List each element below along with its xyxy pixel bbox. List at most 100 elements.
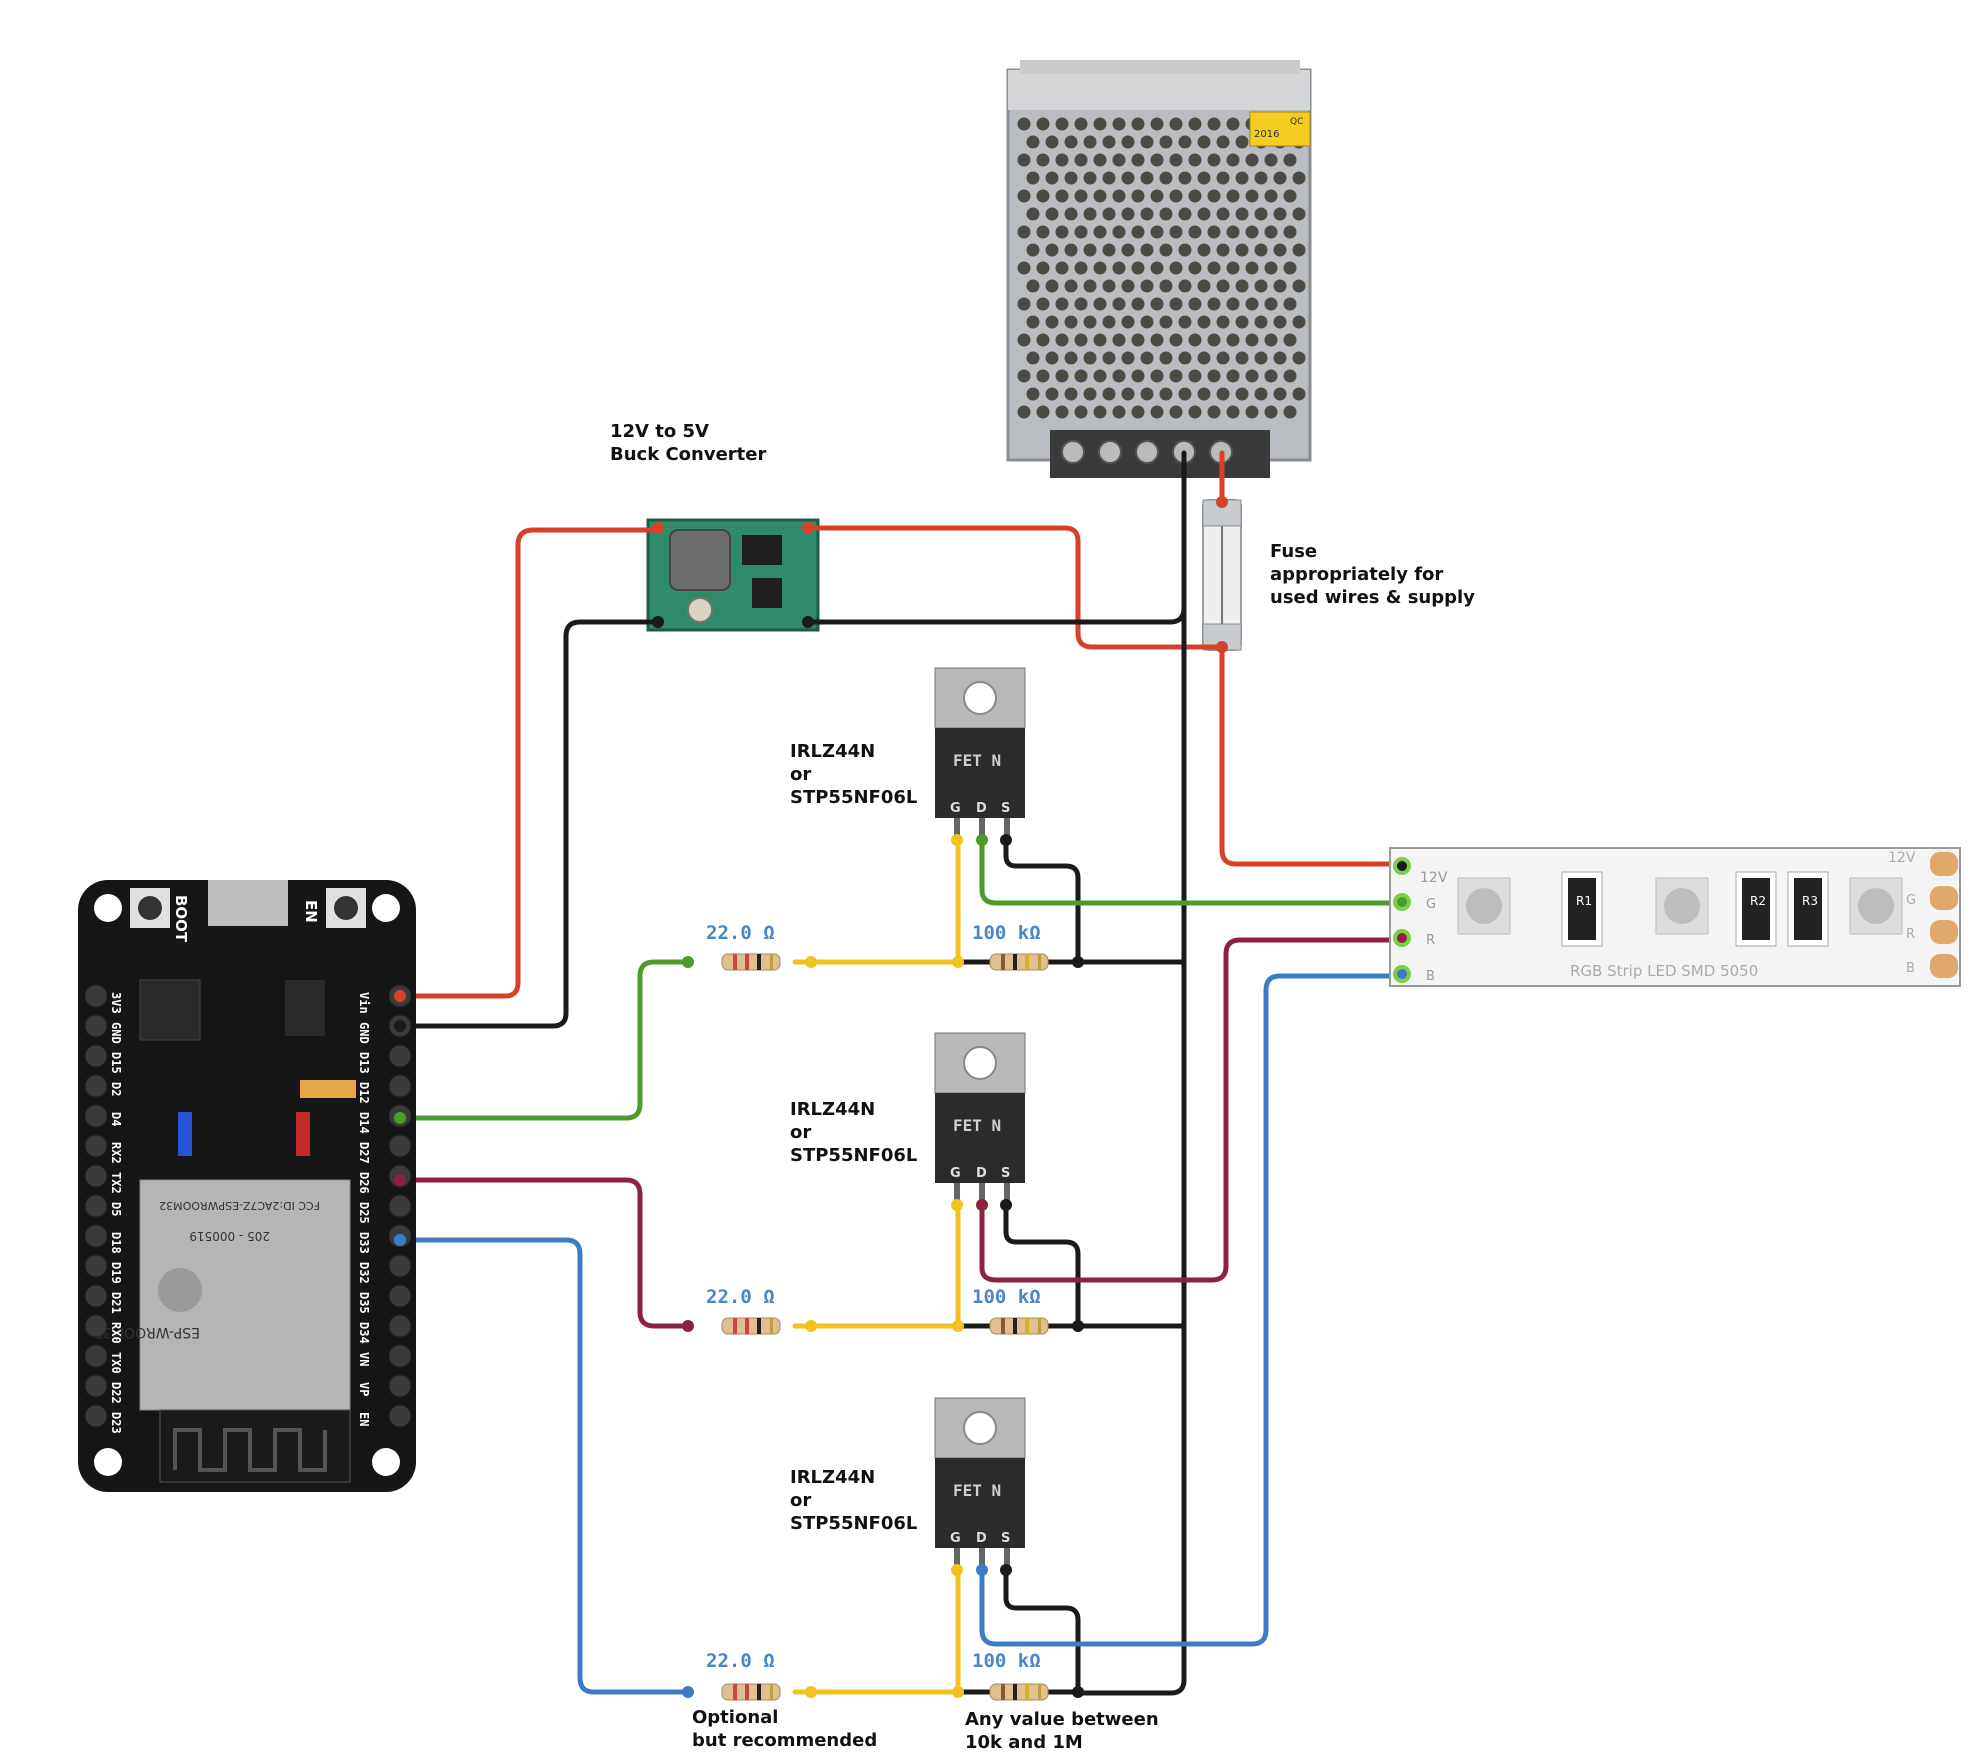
vent-hole: [1245, 297, 1259, 311]
mosfet-2: FET N G D S: [934, 1032, 1026, 1205]
buck-converter: [646, 518, 820, 632]
left-pin-label: 3V3: [109, 992, 123, 1014]
vent-hole: [1197, 171, 1211, 185]
left-pin-label: RX0: [109, 1322, 123, 1344]
right-pin-label: D34: [357, 1322, 371, 1344]
vent-hole: [1036, 189, 1050, 203]
vent-hole: [1226, 189, 1240, 203]
en-label: EN: [302, 900, 320, 923]
left-pin-labels: 3V3GNDD15D2D4RX2TX2D5D18D19D21RX0TX0D22D…: [109, 992, 123, 1434]
vent-hole: [1292, 207, 1306, 221]
vent-hole: [1045, 351, 1059, 365]
vent-hole: [1083, 387, 1097, 401]
vent-hole: [1169, 369, 1183, 383]
led-pad-b: B: [1906, 961, 1915, 976]
vent-hole: [1207, 333, 1221, 347]
vent-hole: [1131, 405, 1145, 419]
vent-hole: [1026, 171, 1040, 185]
vent-hole: [1292, 279, 1306, 293]
any-value-note: Any value between 10k and 1M: [965, 1709, 1159, 1753]
vent-hole: [1093, 333, 1107, 347]
left-pin-label: GND: [109, 1022, 123, 1044]
vent-hole: [1074, 333, 1088, 347]
vent-hole: [1197, 315, 1211, 329]
module-name: ESP-WROOM32: [94, 1324, 200, 1340]
vent-hole: [1216, 243, 1230, 257]
vent-hole: [1245, 405, 1259, 419]
right-pin-label: VN: [357, 1352, 371, 1366]
vent-hole: [1178, 351, 1192, 365]
vent-hole: [1235, 243, 1249, 257]
vent-hole: [1112, 261, 1126, 275]
module-id: 205 - 000519: [189, 1229, 270, 1243]
pulldown-resistor-3: [989, 1683, 1049, 1701]
vent-hole: [1207, 153, 1221, 167]
header-pin: [84, 1134, 108, 1158]
mosfet-1: FET N G D S: [934, 667, 1026, 840]
vent-hole: [1121, 243, 1135, 257]
mosfet-3: FET N G D S: [934, 1397, 1026, 1570]
vent-hole: [1264, 333, 1278, 347]
vent-hole: [1178, 279, 1192, 293]
vent-hole: [1254, 279, 1268, 293]
gate-resistor-3-value: 22.0 Ω: [706, 1650, 775, 1672]
vent-hole: [1245, 189, 1259, 203]
mosfet-3-pin-s: S: [1001, 1531, 1010, 1546]
pulldown-resistor-1-value: 100 kΩ: [972, 922, 1041, 944]
vent-hole: [1112, 117, 1126, 131]
left-header-pins: [84, 984, 108, 1428]
vent-hole: [1273, 315, 1287, 329]
left-pin-label: D22: [109, 1382, 123, 1404]
strip-resistor-r1: R1: [1561, 871, 1603, 947]
vent-hole: [1131, 189, 1145, 203]
vent-hole: [1188, 189, 1202, 203]
left-pin-label: D4: [109, 1112, 123, 1126]
left-pin-label: D5: [109, 1202, 123, 1216]
led-pad-r: R: [1906, 927, 1915, 942]
vent-hole: [1036, 117, 1050, 131]
vent-hole: [1159, 171, 1173, 185]
vent-hole: [1150, 261, 1164, 275]
vent-hole: [1083, 243, 1097, 257]
vent-hole: [1064, 207, 1078, 221]
vent-hole: [1245, 225, 1259, 239]
vent-hole: [1036, 225, 1050, 239]
vent-hole: [1140, 243, 1154, 257]
header-pin: [388, 1044, 412, 1068]
esp32-board: BOOT EN ESP-WROOM32 FCC ID:2AC7Z-ESPWROO…: [78, 880, 416, 1492]
vent-hole: [1026, 135, 1040, 149]
vent-hole: [1140, 351, 1154, 365]
vent-hole: [1216, 387, 1230, 401]
header-pin: [84, 1404, 108, 1428]
vent-hole: [1178, 207, 1192, 221]
vent-hole: [1036, 405, 1050, 419]
vent-hole: [1121, 315, 1135, 329]
vent-hole: [1093, 189, 1107, 203]
vent-hole: [1112, 297, 1126, 311]
pulldown-resistor-2: [989, 1317, 1049, 1335]
vent-hole: [1273, 171, 1287, 185]
vent-hole: [1273, 243, 1287, 257]
vent-hole: [1178, 171, 1192, 185]
vent-hole: [1197, 387, 1211, 401]
vent-hole: [1197, 207, 1211, 221]
vent-hole: [1178, 315, 1192, 329]
vent-hole: [1093, 261, 1107, 275]
vent-hole: [1150, 225, 1164, 239]
vent-hole: [1188, 369, 1202, 383]
vent-hole: [1055, 225, 1069, 239]
vent-hole: [1264, 189, 1278, 203]
vent-hole: [1216, 351, 1230, 365]
right-pin-label: D26: [357, 1172, 371, 1194]
vent-hole: [1093, 405, 1107, 419]
vent-hole: [1045, 171, 1059, 185]
vent-hole: [1188, 153, 1202, 167]
mosfet-2-label: IRLZ44N or STP55NF06L: [790, 1099, 918, 1166]
left-pin-label: TX0: [109, 1352, 123, 1374]
header-pin: [388, 1134, 412, 1158]
vent-hole: [1140, 207, 1154, 221]
led-strip: 12V G R B R1 R2 R3 RGB Strip LED SMD 505…: [1389, 847, 1961, 987]
vent-hole: [1235, 135, 1249, 149]
vent-hole: [1083, 351, 1097, 365]
